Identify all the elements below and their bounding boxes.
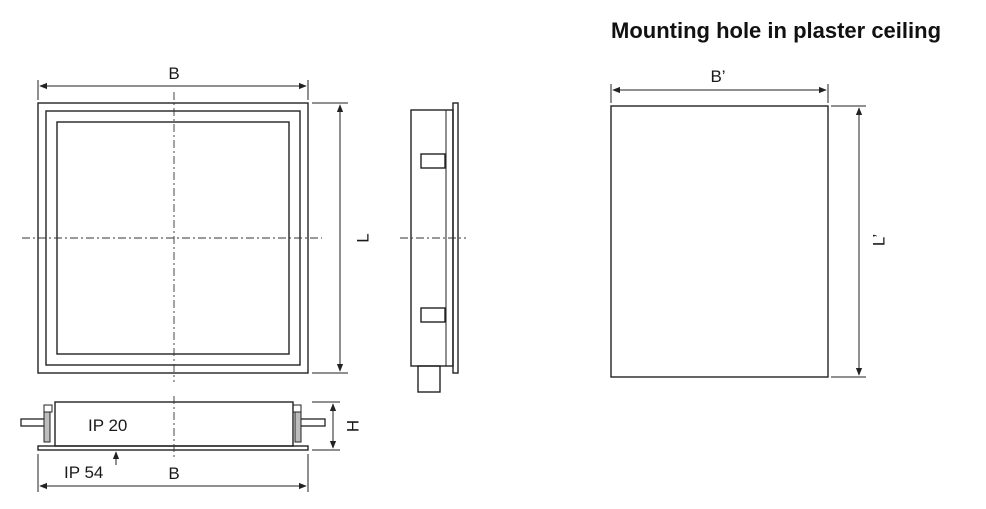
front-view: B L: [22, 64, 372, 382]
left-spring-clip: [43, 411, 51, 443]
right-clip-head: [292, 404, 302, 413]
front-width-label: B: [168, 64, 179, 83]
side-clip-bottom: [420, 307, 446, 323]
hole-length-label: L’: [869, 234, 888, 246]
bottom-width-label: B: [168, 464, 179, 483]
right-spring-clip: [294, 411, 302, 443]
front-length-label: L: [353, 233, 372, 242]
hole-width-label: B’: [710, 67, 725, 86]
ip54-label: IP 54: [64, 463, 103, 482]
ip20-label: IP 20: [88, 416, 127, 435]
side-connector-box: [417, 365, 441, 393]
height-label: H: [343, 420, 362, 432]
mounting-hole-view: B’ L’: [610, 67, 888, 378]
mounting-hole-rectangle: [610, 105, 829, 378]
side-view: [400, 102, 466, 393]
side-clip-top: [420, 153, 446, 169]
page-title: Mounting hole in plaster ceiling: [611, 18, 941, 43]
section-view: IP 20 IP 54 H B: [20, 396, 362, 492]
left-clip-head: [43, 404, 53, 413]
section-flange: [37, 445, 309, 451]
